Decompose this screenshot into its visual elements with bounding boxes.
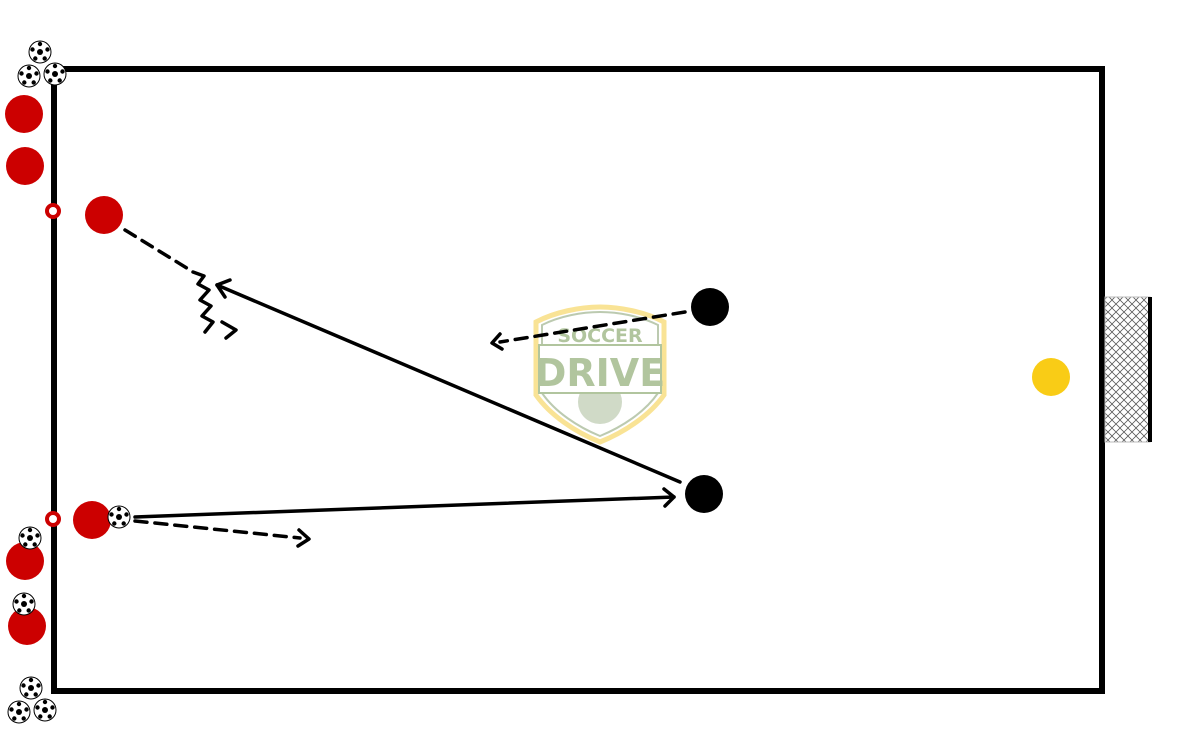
dribble-run-path [123,228,192,272]
soccer-ball-icon [107,505,131,529]
attacker-player [85,196,123,234]
soccer-ball-icon [7,700,31,724]
attacker-player [8,607,46,645]
pass-arrow-to-defender [133,487,676,519]
soccer-ball-icon [43,62,67,86]
soccer-ball-icon [28,40,52,64]
dribble-squiggle [191,270,238,340]
defender-run-dashed-arrow [490,310,687,351]
cone [45,511,61,527]
attacker-player [73,501,111,539]
soccer-ball-icon [19,676,43,700]
defender-player [691,288,729,326]
attacker-player [5,95,43,133]
pass-arrow-to-top-player [215,278,682,484]
attacker-player [6,147,44,185]
goalkeeper [1032,358,1070,396]
field-boundary [51,66,1105,694]
soccer-ball-icon [17,64,41,88]
goal [1104,296,1152,443]
logo-text-soccer: SOCCER [557,325,643,347]
player-run-dashed-arrow [133,519,311,548]
soccer-ball-icon [18,526,42,550]
soccer-ball-icon [12,592,36,616]
attacker-player [6,542,44,580]
logo-text-drive: DRIVE [535,351,665,395]
defender-player [685,475,723,513]
soccer-ball-icon [33,698,57,722]
cone [45,203,61,219]
